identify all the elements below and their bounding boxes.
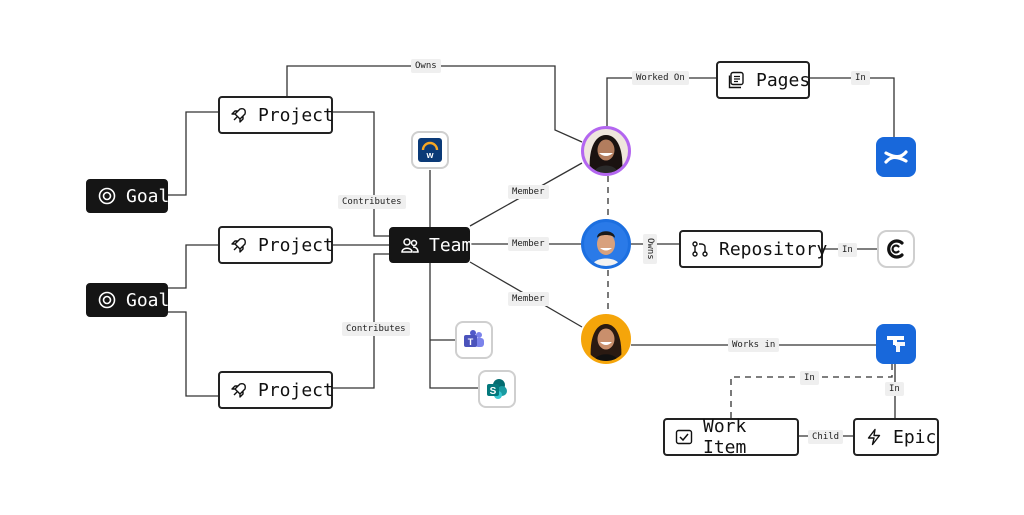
people-icon bbox=[401, 238, 419, 253]
work-item-label: Work Item bbox=[703, 416, 747, 458]
target-icon bbox=[98, 291, 116, 309]
project-node[interactable]: Project bbox=[218, 226, 334, 264]
person-photo bbox=[584, 317, 628, 361]
teams-app[interactable]: T bbox=[455, 321, 493, 359]
goal-node[interactable]: Goal bbox=[86, 179, 170, 213]
edge-label-member: Member bbox=[508, 292, 549, 306]
confluence-icon bbox=[884, 150, 908, 164]
edge-label-in: In bbox=[885, 382, 904, 396]
codacy-icon bbox=[887, 239, 904, 259]
edge-label-contributes: Contributes bbox=[342, 322, 410, 336]
edge-owns-top bbox=[286, 65, 583, 143]
lightning-icon bbox=[867, 428, 881, 446]
edge-label-child: Child bbox=[808, 430, 844, 444]
pages-icon bbox=[728, 71, 744, 89]
edge-label-member: Member bbox=[508, 237, 549, 251]
project-label: Project bbox=[258, 104, 334, 126]
repository-label: Repository bbox=[719, 238, 828, 260]
goal-node[interactable]: Goal bbox=[86, 283, 170, 317]
project-node[interactable]: Project bbox=[218, 371, 334, 409]
avatar[interactable] bbox=[581, 314, 631, 364]
jira-app[interactable] bbox=[876, 324, 916, 364]
edge-label-contributes: Contributes bbox=[338, 195, 406, 209]
edge-label-in: In bbox=[838, 243, 857, 257]
edge-goal1-project1 bbox=[168, 111, 218, 196]
goal-label: Goal bbox=[126, 185, 170, 207]
project-label: Project bbox=[258, 234, 334, 256]
person-photo bbox=[584, 222, 628, 266]
person-photo bbox=[584, 129, 628, 173]
jira-icon bbox=[887, 336, 905, 352]
edge-goal2-project3 bbox=[168, 311, 218, 397]
team-label: Team bbox=[429, 234, 473, 256]
pages-node[interactable]: Pages bbox=[716, 61, 810, 99]
codacy-app[interactable] bbox=[877, 230, 915, 268]
rocket-icon bbox=[231, 238, 246, 253]
workday-app[interactable]: w bbox=[411, 131, 449, 169]
rocket-icon bbox=[231, 383, 246, 398]
edge-label-owns: Owns bbox=[411, 59, 441, 73]
svg-text:T: T bbox=[468, 337, 474, 347]
rocket-icon bbox=[231, 108, 246, 123]
git-branch-icon bbox=[692, 241, 708, 257]
edge-label-member: Member bbox=[508, 185, 549, 199]
edge-label-works-in: Works in bbox=[728, 338, 780, 352]
team-node[interactable]: Team bbox=[389, 227, 473, 263]
avatar[interactable] bbox=[581, 126, 631, 176]
pages-label: Pages bbox=[756, 69, 811, 91]
confluence-app[interactable] bbox=[876, 137, 916, 177]
teams-icon: T bbox=[464, 330, 484, 347]
project-label: Project bbox=[258, 379, 334, 401]
epic-label: Epic bbox=[893, 426, 937, 448]
target-icon bbox=[98, 187, 116, 205]
project-node[interactable]: Project bbox=[218, 96, 334, 134]
sharepoint-app[interactable]: S bbox=[478, 370, 516, 408]
repository-node[interactable]: Repository bbox=[679, 230, 827, 268]
edge-label-worked-on: Worked On bbox=[632, 71, 689, 85]
edge-in-pages bbox=[810, 77, 895, 137]
edge-contributes-2 bbox=[333, 253, 389, 389]
edge-label-in: In bbox=[851, 71, 870, 85]
edge-goal2-project2 bbox=[168, 244, 218, 289]
svg-text:w: w bbox=[425, 150, 434, 160]
svg-text:S: S bbox=[490, 386, 497, 397]
edge-label-in: In bbox=[800, 371, 819, 385]
edge-label-owns: Owns bbox=[643, 234, 657, 264]
epic-node[interactable]: Epic bbox=[853, 418, 939, 456]
edge-contributes-1 bbox=[333, 111, 389, 237]
edge-worked-on bbox=[606, 77, 716, 126]
checkbox-icon bbox=[675, 429, 693, 445]
work-item-node[interactable]: Work Item bbox=[663, 416, 799, 458]
avatar[interactable] bbox=[581, 219, 631, 269]
workday-icon: w bbox=[418, 138, 442, 162]
edge-team-sharepoint bbox=[429, 263, 478, 389]
goal-label: Goal bbox=[126, 289, 170, 311]
sharepoint-icon: S bbox=[487, 379, 507, 399]
